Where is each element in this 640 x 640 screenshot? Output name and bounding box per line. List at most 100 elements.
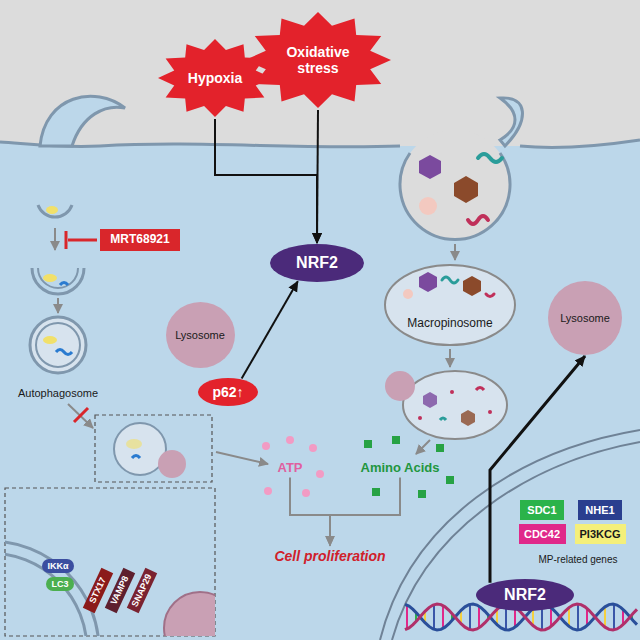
amino-acids [418,490,426,498]
dna-helix [568,608,570,627]
autophagy-stages [56,350,72,355]
text-group: IKKα [47,561,68,571]
protein-ellipse: NRF2 [269,243,365,283]
metabolite-text: Amino Acids [359,459,442,478]
ellipse-fill [198,378,258,406]
node-text: NHE1 [585,504,614,517]
amino-acids [392,436,400,444]
text-group: Macropinosome [407,317,492,331]
box-fill [520,500,564,520]
dna-helix [604,607,606,627]
node-text: SDC1 [527,504,556,517]
macropinosome-body [385,265,515,345]
node-text: MRT68921 [110,233,169,247]
process-arrow [57,298,59,313]
fused-vesicle [476,388,484,391]
connector-arrow [317,110,318,243]
macropinosome-body [419,272,437,292]
node-text: SNAP29 [130,572,154,608]
macropinocytic-cup [454,176,478,203]
inset-box [5,541,215,636]
extracellular-space [0,0,640,148]
fused-vesicle [423,392,437,408]
node-text: LC3 [51,579,68,589]
stress-burst: Hypoxia [156,37,274,119]
inset-box [114,423,166,475]
macropinocytic-cup [400,153,510,240]
inhibition-mark [68,239,97,242]
atp-molecules [286,436,294,444]
text-group: MRT68921 [110,233,169,247]
amino-acids [372,488,380,496]
macropinocytic-cup [478,154,502,162]
lysosome-circle: Lysosome [547,280,623,356]
autophagy-stages [43,336,57,344]
dna-helix [433,605,435,630]
connector-arrow [330,478,400,546]
autophagy-stages [36,323,80,367]
amino-acids [364,440,372,448]
inset-box [126,439,142,449]
text-group: Lysosome [175,329,225,342]
node-text: NRF2 [296,254,338,272]
connector-arrow [215,119,317,243]
ellipse-fill [548,281,622,355]
text-group: CDC42 [524,528,560,541]
atp-molecules [262,442,270,450]
inhibition-mark [74,408,88,422]
gene-box: NHE1 [578,500,622,520]
text-group: LC3 [51,579,68,589]
node-text: Amino Acids [361,461,440,476]
text-group: VAMP8 [109,574,131,606]
amino-acids [446,476,454,484]
node-text: Oxidative stress [273,44,363,76]
autophagy-stages [38,205,72,217]
text-group: NHE1 [585,504,614,517]
autophagy-stages [38,268,78,288]
dna-helix [550,608,552,627]
node-text: Lysosome [175,329,225,342]
box-fill [127,567,157,612]
node-text: CDC42 [524,528,560,541]
macropinocytic-cup [468,216,488,224]
dna-helix [577,604,579,630]
autophagy-stages [46,206,58,214]
inset-box [5,553,87,636]
macropinosome-body [463,276,481,296]
node-text: p62↑ [212,384,243,400]
macropinocytic-cup [419,197,437,215]
autophagy-stages [43,274,57,282]
autophagy-stages [32,268,84,294]
connector-arrow [290,478,330,546]
inset-box [158,450,186,478]
inset-box [132,456,140,459]
text-group: Hypoxia [188,70,242,86]
node-text: Lysosome [560,312,610,325]
fused-vesicle [440,418,446,420]
inset-box [0,415,236,640]
protein-pill: IKKα [42,559,74,573]
node-text: Macropinosome [407,317,492,331]
extracellular-space [0,140,640,148]
dna-helix [613,604,615,630]
text-group: Oxidative stress [273,44,363,76]
dna-helix [478,606,480,628]
ellipse-fill [270,244,364,282]
pill-fill [42,559,74,573]
text-group: SNAP29 [130,572,154,608]
dna-helix [442,606,444,629]
gene-box: PI3KCG [575,524,626,544]
text-group: p62↑ [212,384,243,400]
node-text: Hypoxia [188,70,242,86]
gene-box: CDC42 [519,524,566,544]
connector-arrow [490,356,585,583]
process-arrow [449,349,451,367]
node-text: ATP [277,461,302,476]
macropinocytic-cup [419,155,441,179]
fused-vesicle [488,410,492,414]
node-text: VAMP8 [109,574,131,606]
